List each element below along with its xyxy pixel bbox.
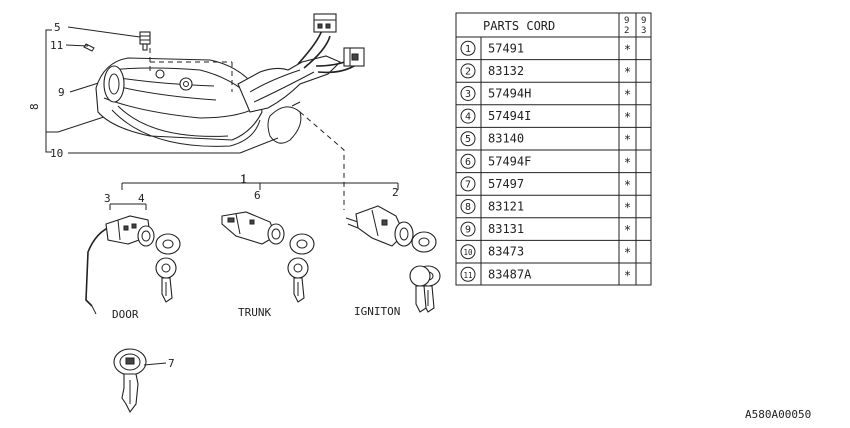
col2-bottom: 3 [641, 26, 646, 36]
ignition-lock-cylinder [345, 205, 441, 313]
availability-mark: * [624, 155, 631, 169]
row-number: 4 [465, 112, 471, 123]
part-code: 57494I [488, 109, 531, 123]
blank-key [113, 348, 167, 414]
row-number-circle [460, 86, 476, 101]
row-number-circle [460, 153, 476, 169]
col1-bottom: 2 [624, 26, 629, 36]
col1-top: 9 [624, 16, 629, 26]
row-number: 1 [465, 44, 471, 55]
row-number-circle [460, 108, 476, 124]
ignition-label: IGNITON [354, 305, 400, 318]
row-number-circle [460, 244, 476, 260]
part-code: 83132 [488, 64, 524, 78]
row-number-circle [460, 40, 476, 56]
part-code: 57494H [488, 87, 531, 101]
callout-9: 9 [58, 86, 65, 99]
callout-1: 1 [240, 173, 247, 186]
drawing-number: A580A00050 [745, 408, 811, 421]
callout-11: 11 [50, 39, 63, 52]
callout-3: 3 [104, 192, 111, 205]
parts-table: 1 57491 * 2 83132 * 3 57494H * 4 57494I * 5 83140 * 6 57… [455, 12, 652, 286]
part-code: 57494F [488, 154, 531, 168]
part-code: 57497 [488, 177, 524, 191]
row-number-circle [460, 266, 476, 282]
part-code: 83140 [488, 132, 524, 146]
part-code: 83487A [488, 267, 532, 281]
part-code: 83121 [488, 200, 524, 214]
row-number-circle [460, 199, 476, 214]
availability-mark: * [624, 88, 631, 102]
row-number: 8 [465, 202, 471, 213]
row-number: 7 [465, 179, 471, 190]
availability-mark: * [624, 178, 631, 192]
callout-5: 5 [54, 21, 61, 34]
row-number: 10 [463, 248, 473, 257]
row-number-circle [460, 131, 476, 147]
group-bracket [109, 174, 399, 210]
part-code: 83131 [488, 222, 524, 236]
col2-top: 9 [641, 16, 646, 26]
row-number: 11 [463, 271, 472, 280]
row-number: 6 [465, 157, 471, 168]
row-number-circle [460, 176, 476, 192]
availability-mark: * [624, 65, 631, 79]
callout-4: 4 [138, 192, 145, 205]
availability-mark: * [624, 42, 631, 56]
availability-mark: * [624, 133, 631, 147]
availability-mark: * [624, 223, 631, 237]
row-number: 9 [465, 225, 471, 236]
door-lock-cylinder [85, 215, 181, 315]
table-header: PARTS CORD [483, 19, 555, 33]
row-number-circle [460, 63, 476, 79]
part-code: 83473 [488, 245, 524, 259]
availability-mark: * [624, 110, 631, 124]
availability-mark: * [624, 201, 631, 215]
trunk-lock-cylinder [221, 211, 315, 303]
availability-mark: * [624, 268, 631, 282]
callout-7: 7 [168, 357, 175, 370]
row-number: 2 [465, 66, 471, 77]
trunk-label: TRUNK [238, 306, 271, 319]
callout-10: 10 [50, 147, 63, 160]
callout-2: 2 [392, 186, 399, 199]
part-code: 57491 [488, 41, 524, 55]
door-label: DOOR [112, 308, 139, 321]
row-number: 3 [465, 89, 471, 100]
row-number: 5 [465, 134, 471, 145]
callout-8: 8 [28, 103, 41, 110]
steering-lock-assembly [45, 13, 365, 210]
callout-6: 6 [254, 189, 261, 202]
row-number-circle [460, 221, 476, 237]
availability-mark: * [624, 246, 631, 260]
